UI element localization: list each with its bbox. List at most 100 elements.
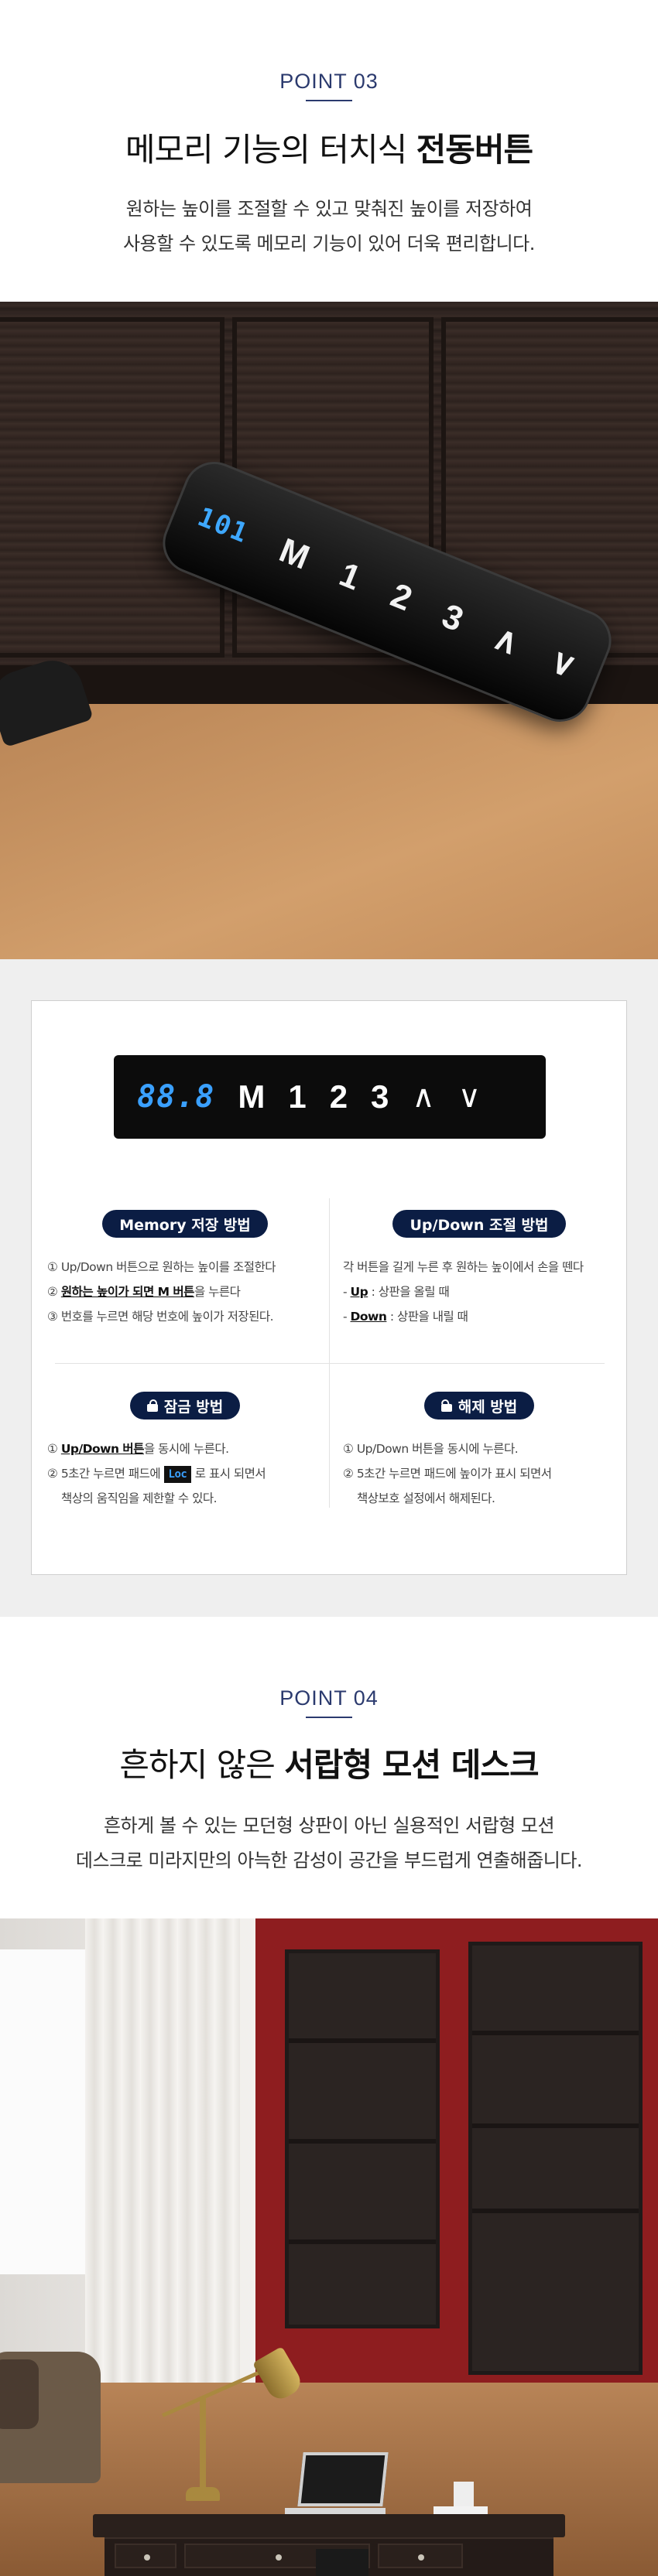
step-prefix: - [343,1285,351,1299]
step-emphasis: Down [350,1310,387,1324]
drawer-knob [418,2554,424,2561]
step-emphasis: 원하는 높이가 되면 M 버튼 [60,1285,195,1299]
section-description: 원하는 높이를 조절할 수 있고 맞춰진 높이를 저장하여 사용할 수 있도록 … [0,192,658,261]
unlock-step-2: ② 5초간 누르면 패드에 높이가 표시 되면서 [343,1467,552,1481]
pad-button-1: 1 [334,555,366,598]
memory-title-badge: Memory 저장 방법 [102,1210,268,1238]
title-bold: 전동버튼 [416,131,534,169]
step-suffix: 을 누른다 [194,1285,241,1299]
updown-instructions: Up/Down 조절 방법 각 버튼을 길게 누른 후 원하는 높이에서 손을 … [340,1210,619,1329]
updown-step-up: - Up : 상판을 올릴 때 [343,1279,619,1304]
point-tag: POINT 03 [0,70,658,101]
laptop-screen [297,2452,389,2506]
step-prefix: ② [47,1285,61,1299]
pad-button-2: 2 [386,576,418,619]
step-emphasis: Up/Down 버튼 [60,1442,145,1456]
bookshelf-right [468,1942,643,2375]
desk-drawer [378,2544,463,2568]
panel-button-3: 3 [371,1078,389,1115]
wood-floor [0,704,658,959]
memory-step-3: ③ 번호를 누르면 해당 번호에 높이가 저장된다. [47,1310,274,1324]
updown-step-down: - Down : 상판을 내릴 때 [343,1304,619,1329]
title-normal: 메모리 기능의 터치식 [125,131,416,169]
panel-button-m: M [238,1078,266,1115]
memory-step-1: ① Up/Down 버튼으로 원하는 높이를 조절한다 [47,1260,276,1274]
vertical-divider [329,1198,330,1508]
control-pad-photo: 101 M 1 2 3 ∧ ∨ [0,302,658,959]
unlock-title-badge: 해제 방법 [423,1392,535,1420]
point04-header: POINT 04 흔하지 않은 서랍형 모션 데스크 흔하게 볼 수 있는 모던… [0,1686,658,1871]
shelf-board [472,2209,639,2213]
updown-steps: 각 버튼을 길게 누른 후 원하는 높이에서 손을 뗀다 - Up : 상판을 … [340,1255,619,1329]
desc-line-2: 데스크로 미라지만의 아늑한 감성이 공간을 부드럽게 연출해줍니다. [75,1850,583,1871]
lock-title-badge: 잠금 방법 [129,1392,241,1420]
point-tag-label: POINT 03 [279,70,379,93]
shelf-board [289,2038,436,2043]
step-prefix: - [343,1310,351,1324]
pad-button-down: ∨ [544,641,583,685]
unlock-step-1: ① Up/Down 버튼을 동시에 누른다. [343,1442,519,1456]
point03-header: POINT 03 메모리 기능의 터치식 전동버튼 원하는 높이를 조절할 수 … [0,70,658,255]
section-title: 흔하지 않은 서랍형 모션 데스크 [0,1739,658,1786]
point-underline [306,100,352,101]
step-prefix: ② 5초간 누르면 패드에 [47,1467,164,1481]
section-description: 흔하게 볼 수 있는 모던형 상판이 아닌 실용적인 서랍형 모션 데스크로 미… [0,1809,658,1878]
desc-line-1: 흔하게 볼 수 있는 모던형 상판이 아닌 실용적인 서랍형 모션 [103,1815,555,1836]
unlock-icon [440,1399,452,1412]
step-prefix: ① [47,1442,61,1456]
updown-title-badge: Up/Down 조절 방법 [392,1210,566,1238]
lock-icon [146,1399,158,1412]
section-title: 메모리 기능의 터치식 전동버튼 [0,124,658,171]
step-suffix: 로 표시 되면서 [191,1467,266,1481]
updown-step-1: 각 버튼을 길게 누른 후 원하는 높이에서 손을 뗀다 [343,1260,584,1274]
panel-display: 88.8 [137,1079,215,1115]
book [434,2506,488,2514]
unlock-instructions: 해제 방법 ① Up/Down 버튼을 동시에 누른다. ② 5초간 누르면 패… [340,1392,619,1511]
desk-lamp-pole [200,2398,206,2491]
lock-steps: ① Up/Down 버튼을 동시에 누른다. ② 5초간 누르면 패드에 Loc… [46,1437,324,1511]
memory-instructions: Memory 저장 방법 ① Up/Down 버튼으로 원하는 높이를 조절한다… [46,1210,324,1329]
lock-title-text: 잠금 방법 [163,1398,224,1416]
lock-step-2: ② 5초간 누르면 패드에 Loc 로 표시 되면서 [47,1461,324,1486]
lock-step-2-cont: 책상의 움직임을 제한할 수 있다. [61,1491,218,1505]
pad-button-3: 3 [437,596,469,640]
point-underline [306,1717,352,1718]
shelf-board [472,2031,639,2035]
panel-button-2: 2 [329,1078,348,1115]
pad-display: 101 [193,501,254,550]
desk-lamp-base [186,2487,220,2501]
manual-card: 88.8 M 1 2 3 ∧ ∨ Memory 저장 방법 ① Up/Down … [31,1000,627,1575]
laptop-base [285,2508,386,2514]
drawer-desk-photo [0,1918,658,2576]
title-bold: 서랍형 모션 데스크 [284,1746,539,1784]
desc-line-1: 원하는 높이를 조절할 수 있고 맞춰진 높이를 저장하여 [125,198,533,220]
point-tag: POINT 04 [0,1686,658,1718]
shelf-board [472,2123,639,2128]
manual-section: 88.8 M 1 2 3 ∧ ∨ Memory 저장 방법 ① Up/Down … [0,959,658,1617]
control-panel-diagram: 88.8 M 1 2 3 ∧ ∨ [114,1055,546,1139]
title-normal: 흔하지 않은 [119,1746,285,1784]
unlock-title-text: 해제 방법 [458,1398,518,1416]
step-emphasis: Up [350,1285,368,1299]
point-tag-label: POINT 04 [279,1686,379,1710]
horizontal-divider [55,1363,605,1364]
panel-up-arrow-icon: ∧ [412,1079,435,1115]
panel-down-arrow-icon: ∨ [458,1079,481,1115]
curtain [85,1918,240,2414]
desk-drawer [115,2544,176,2568]
sofa-pillow [0,2359,39,2429]
unlock-step-2-cont: 책상보호 설정에서 해제된다. [357,1491,495,1505]
lock-instructions: 잠금 방법 ① Up/Down 버튼을 동시에 누른다. ② 5초간 누르면 패… [46,1392,324,1511]
unlock-steps: ① Up/Down 버튼을 동시에 누른다. ② 5초간 누르면 패드에 높이가… [340,1437,619,1511]
storage-box [316,2549,368,2576]
desk-top [93,2514,565,2537]
step-suffix: : 상판을 올릴 때 [368,1285,450,1299]
pad-button-m: M [274,531,315,577]
drawer-knob [144,2554,150,2561]
shelf-board [289,2239,436,2244]
lock-step-1: ① Up/Down 버튼을 동시에 누른다. [47,1437,324,1461]
loc-display: Loc [163,1465,192,1483]
drawer-knob [276,2554,282,2561]
panel-button-1: 1 [288,1078,307,1115]
